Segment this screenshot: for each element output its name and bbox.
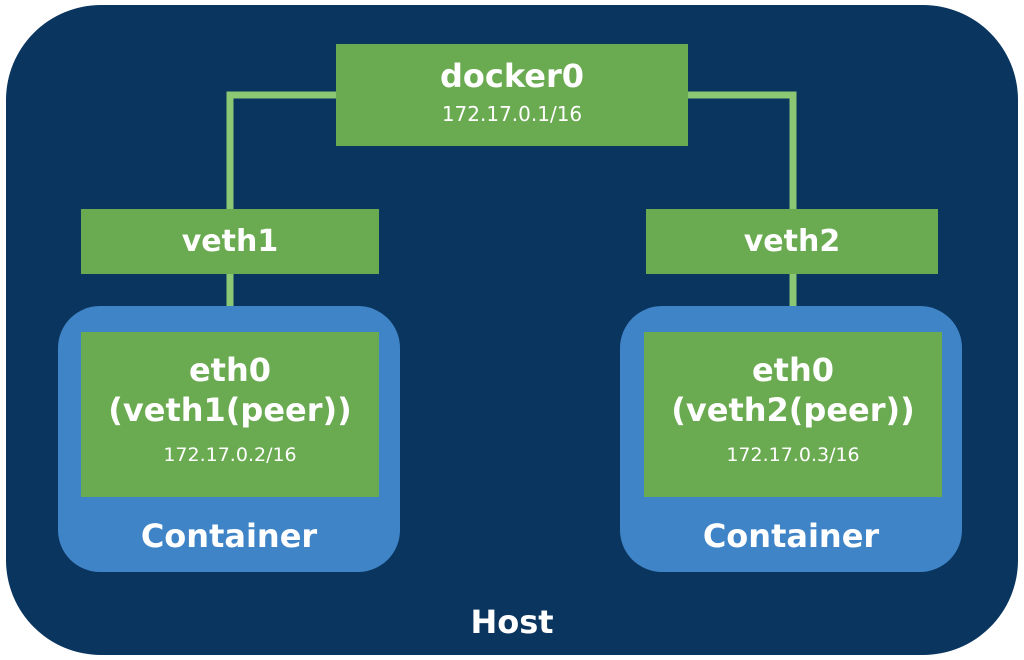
veth1-label: veth1 [181, 224, 279, 259]
veth2-label: veth2 [743, 224, 841, 259]
docker0-bridge: docker0 172.17.0.1/16 [336, 44, 688, 146]
container-left-label: Container [140, 517, 318, 555]
eth0-label: eth0 [751, 351, 835, 389]
container-ip: 172.17.0.2/16 [163, 444, 297, 466]
container-right-eth0: eth0 (veth2(peer)) 172.17.0.3/16 [644, 332, 942, 497]
bridge-ip: 172.17.0.1/16 [441, 102, 583, 126]
veth2-interface: veth2 [646, 209, 938, 274]
host-label: Host [470, 603, 554, 641]
eth0-label: eth0 [188, 351, 272, 389]
link-docker0-veth2 [688, 91, 797, 209]
bridge-name: docker0 [439, 57, 585, 95]
peer-label: (veth2(peer)) [671, 391, 915, 429]
link-docker0-veth1 [226, 91, 336, 209]
container-right-label: Container [702, 517, 880, 555]
peer-label: (veth1(peer)) [108, 391, 352, 429]
veth1-interface: veth1 [81, 209, 379, 274]
container-ip: 172.17.0.3/16 [726, 444, 860, 466]
container-left-eth0: eth0 (veth1(peer)) 172.17.0.2/16 [81, 332, 379, 497]
